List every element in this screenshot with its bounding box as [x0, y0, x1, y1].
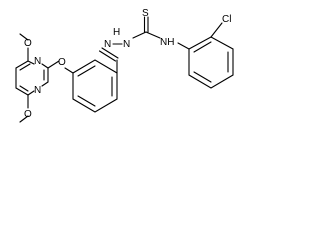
chlorophenyl-inner-1	[193, 41, 212, 53]
pyrimidine-n-lower-label: N	[34, 85, 41, 96]
methoxy-upper-bond-2	[19, 33, 29, 41]
pyrimidine-ether-bond	[47, 60, 60, 69]
pyrimidine-bond-2	[41, 81, 49, 87]
ether-oxygen-label: O	[58, 57, 66, 68]
thioamide-bond-left	[132, 31, 147, 39]
hydrazine-n-lower-label: N	[104, 39, 111, 50]
chlorophenyl-inner-3	[193, 71, 212, 83]
hydrazine-n-upper-label: N	[123, 39, 130, 50]
central-benzene-ring	[72, 59, 118, 113]
central-benzene-inner-3	[77, 65, 96, 77]
methoxy-lower-bond-2	[19, 115, 29, 123]
aryl-ether-bond	[64, 67, 74, 74]
pyrimidine-bond-7	[27, 60, 35, 65]
methoxy-upper-oxygen-label: O	[24, 38, 32, 49]
imine-bond-2	[98, 50, 117, 62]
aryl-n-bond	[177, 42, 190, 50]
pyrimidine-inner-2	[19, 63, 31, 71]
chlorophenyl-ring	[188, 36, 234, 89]
chloro-label: Cl	[222, 14, 231, 25]
imine-bond-1	[101, 47, 119, 59]
pyrimidine-inner-3	[19, 85, 29, 92]
methoxy-lower-oxygen-label: O	[24, 109, 32, 120]
chemical-structure: S H N N NH Cl O N N O O	[15, 8, 234, 123]
sulfur-label: S	[142, 8, 149, 19]
pyrimidine-n-upper-label: N	[34, 56, 41, 67]
pyrimidine-bond-4	[15, 87, 29, 96]
chloro-bond	[210, 22, 223, 38]
pyrimidine-bond-8	[41, 63, 49, 69]
thioamide-nh-label: NH	[160, 37, 174, 48]
thioamide-bond-right	[145, 31, 161, 39]
pyrimidine-bond-6	[15, 60, 29, 69]
structure-canvas: S H N N NH Cl O N N O O	[15, 8, 234, 123]
pyrimidine-bond-3	[27, 90, 35, 96]
central-benzene-inner-2	[77, 95, 96, 107]
hydrazine-h-label: H	[113, 27, 120, 38]
